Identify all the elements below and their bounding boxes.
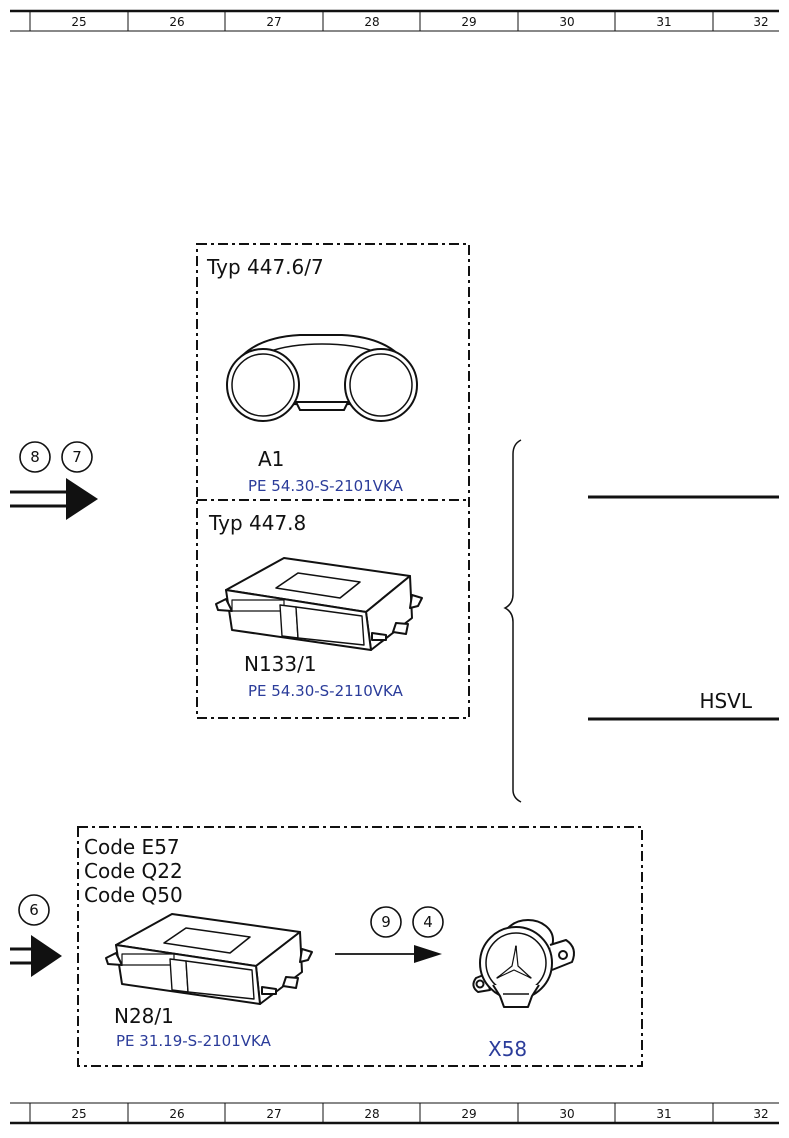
- connector-ref-9-label: 9: [381, 913, 391, 931]
- ruler-col-31: 31: [656, 1107, 671, 1121]
- control-unit-icon: [105, 913, 313, 1005]
- code-q22: Code Q22: [84, 859, 183, 883]
- ruler-col-29: 29: [461, 1107, 476, 1121]
- bus-label: HSVL: [699, 689, 752, 713]
- ruler-col-28: 28: [364, 1107, 379, 1121]
- ruler-col-28: 28: [364, 15, 379, 29]
- ruler-col-26: 26: [169, 15, 184, 29]
- ruler-col-32: 32: [753, 15, 768, 29]
- connector-ref-7-label: 7: [72, 448, 82, 466]
- double-arrow-bottom: [10, 935, 62, 977]
- connector-ref-9[interactable]: 9: [370, 906, 402, 938]
- ruler-col-27: 27: [266, 15, 281, 29]
- component-n133-ref[interactable]: PE 54.30-S-2110VKA: [248, 682, 404, 700]
- ruler-col-32: 32: [753, 1107, 768, 1121]
- bottom-ruler: 25 26 27 28 29 30 31 32: [10, 1102, 779, 1125]
- component-n28-ref[interactable]: PE 31.19-S-2101VKA: [116, 1032, 272, 1050]
- ruler-col-30: 30: [559, 1107, 574, 1121]
- connector-ref-6-label: 6: [29, 901, 39, 919]
- socket-x58-label[interactable]: X58: [488, 1037, 527, 1061]
- ruler-col-26: 26: [169, 1107, 184, 1121]
- ruler-col-31: 31: [656, 15, 671, 29]
- ruler-col-25: 25: [71, 1107, 86, 1121]
- component-a1-label: A1: [258, 447, 284, 471]
- ruler-col-30: 30: [559, 15, 574, 29]
- control-unit-icon: [215, 557, 423, 651]
- instrument-cluster-icon: [226, 334, 418, 422]
- trailer-socket-icon: [472, 919, 575, 1008]
- connector-ref-4[interactable]: 4: [412, 906, 444, 938]
- signal-arrow: [335, 945, 442, 963]
- ruler-col-27: 27: [266, 1107, 281, 1121]
- component-a1-ref[interactable]: PE 54.30-S-2101VKA: [248, 477, 404, 495]
- lower-component-box: [77, 826, 643, 1067]
- connector-ref-4-label: 4: [423, 913, 433, 931]
- component-n28-label: N28/1: [114, 1004, 174, 1028]
- connector-ref-8-label: 8: [30, 448, 40, 466]
- top-ruler: 25 26 27 28 29 30 31 32: [10, 9, 779, 32]
- code-q50: Code Q50: [84, 883, 183, 907]
- section-a-title: Typ 447.6/7: [206, 255, 324, 279]
- code-e57: Code E57: [84, 835, 180, 859]
- section-b-title: Typ 447.8: [208, 511, 306, 535]
- bus-brace: [503, 439, 522, 803]
- ruler-col-29: 29: [461, 15, 476, 29]
- connector-ref-8[interactable]: 8: [19, 441, 51, 473]
- connector-ref-6[interactable]: 6: [18, 894, 50, 926]
- double-arrow-top: [10, 478, 98, 520]
- ruler-col-25: 25: [71, 15, 86, 29]
- connector-ref-7[interactable]: 7: [61, 441, 93, 473]
- upper-component-box: [196, 243, 470, 719]
- component-n133-label: N133/1: [244, 652, 317, 676]
